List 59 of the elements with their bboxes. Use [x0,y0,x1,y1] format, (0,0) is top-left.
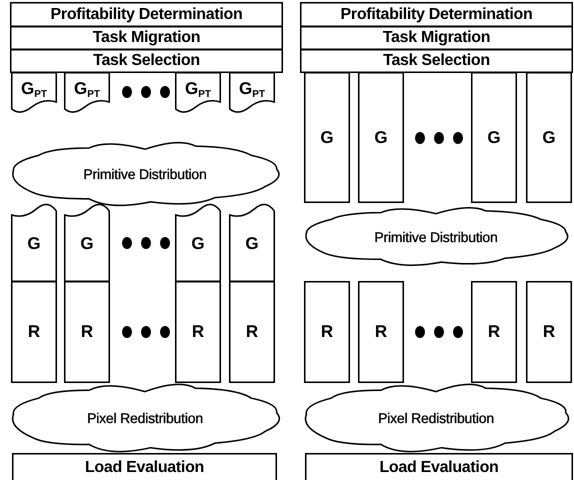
cloud-label: Primitive Distribution [374,228,498,244]
layer-bar [10,26,283,50]
processor-box [64,205,110,282]
processor-box [175,281,221,383]
layer-bar [300,26,573,50]
layer-label: Profitability Determination [50,6,242,24]
processor-box [229,205,275,282]
processor-box [229,281,275,383]
processor-box [229,72,275,112]
layer-bar [305,453,573,480]
cloud-label: Primitive Distribution [83,166,207,182]
processor-box [304,281,350,383]
processor-label: R [488,322,500,342]
processor-box [304,72,350,203]
processor-label: G [27,234,41,254]
cloud-label: Pixel Redistribution [87,410,203,426]
layer-label: Task Migration [382,29,490,47]
processor-label: G$_{PT}$ [238,78,265,100]
processor-box [358,281,404,383]
layer-label: Task Migration [92,29,200,47]
processor-box [526,72,572,203]
layer-bar [10,2,283,27]
processor-label: R [192,322,204,342]
processor-box [11,72,57,112]
processor-label: R [80,322,94,342]
processor-box [471,281,517,383]
processor-box [471,72,517,203]
processor-box [11,205,57,282]
processor-label: G [191,234,205,254]
processor-label: G$_{PT}$ [184,78,211,100]
processor-box [11,281,57,383]
processor-label: G [374,128,388,148]
cloud-label: Pixel Redistribution [378,410,494,426]
layer-label: Task Selection [93,52,200,70]
processor-box [175,72,221,112]
processor-box [64,72,110,112]
processor-label: G$_{PT}$ [74,78,100,100]
processor-label: R [246,322,258,342]
processor-label: G [320,128,334,148]
processor-label: G [245,234,259,254]
processor-label: G [542,128,556,148]
processor-box [526,281,572,383]
layer-bar [300,49,573,73]
layer-bar [300,2,573,27]
processor-label: R [374,322,388,342]
processor-label: G$_{PT}$ [20,78,47,100]
processor-box [175,205,221,282]
layer-label: Profitability Determination [340,6,532,24]
processor-box [358,72,404,203]
processor-label: G [487,128,501,148]
layer-label: Task Selection [383,52,490,70]
processor-label: R [542,322,556,342]
layer-bar [12,453,277,480]
layer-label: Load Evaluation [379,459,499,477]
processor-label: R [320,322,334,342]
processor-box [64,281,110,383]
processor-label: G [80,234,94,254]
processor-label: R [28,322,40,342]
layer-label: Load Evaluation [84,459,204,477]
